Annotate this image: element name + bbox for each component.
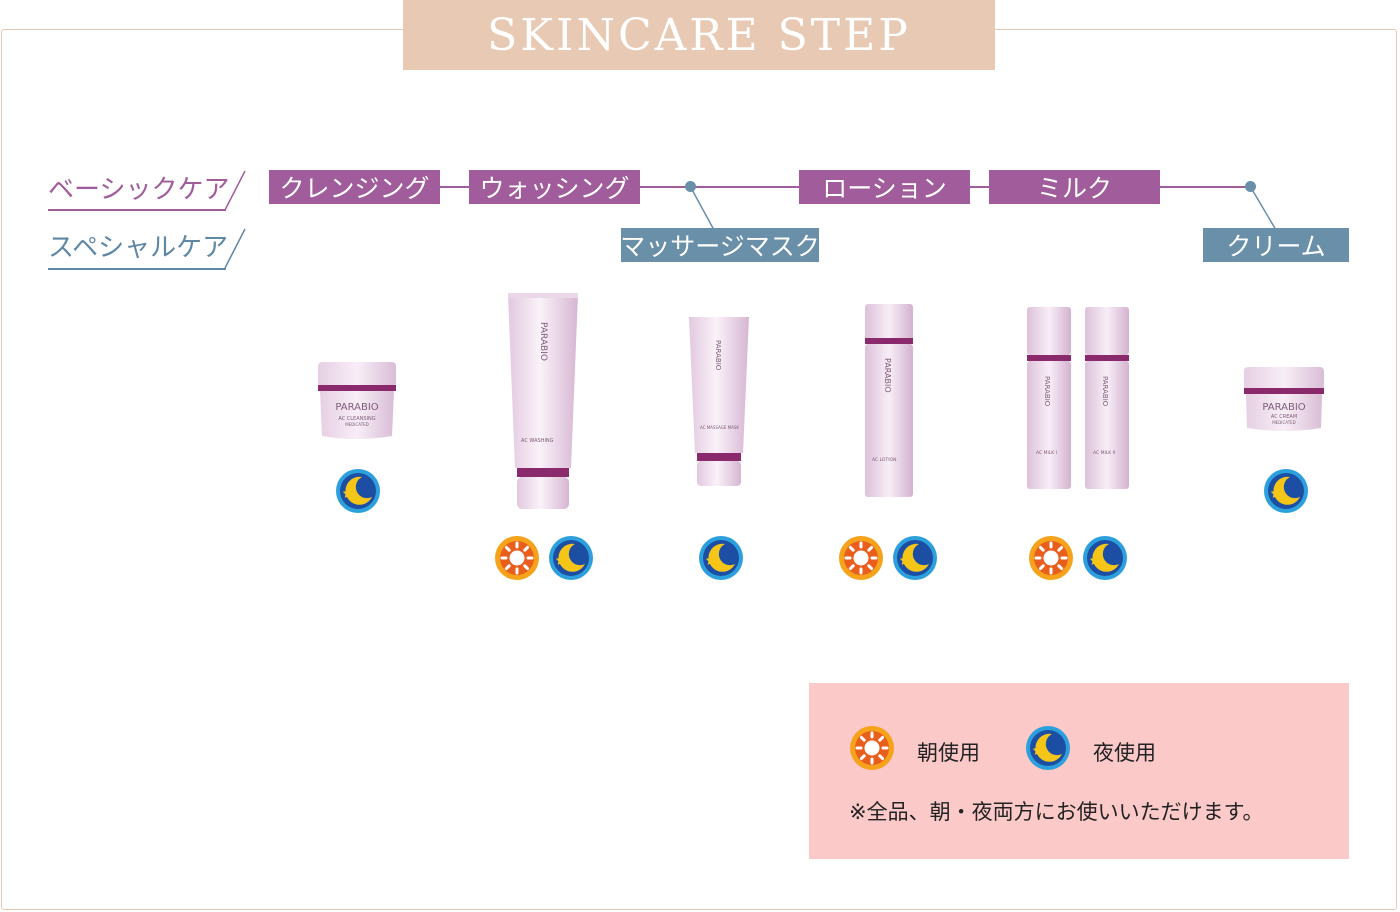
sun-icon xyxy=(1028,535,1074,581)
step-massage-mask: マッサージマスク xyxy=(620,228,820,262)
step-cleansing: クレンジング xyxy=(269,170,440,204)
product-washing-tube: PARABIO AC WASHING xyxy=(508,293,578,509)
cleansing-name: AC CLEANSING xyxy=(338,416,375,422)
moon-icon xyxy=(548,535,594,581)
legend-morning-label: 朝使用 xyxy=(917,741,980,765)
moon-icon xyxy=(892,535,938,581)
sun-icon xyxy=(494,535,540,581)
basic-care-slash xyxy=(224,170,246,211)
product-milk-1-bottle: PARABIO AC MILK I xyxy=(1027,307,1071,489)
product-massage-mask-tube: PARABIO AC MASSAGE MASK xyxy=(689,317,749,486)
milk1-brand: PARABIO xyxy=(1043,376,1051,407)
washing-brand: PARABIO xyxy=(538,322,548,361)
sun-icon xyxy=(849,725,895,771)
product-cream-jar: PARABIO AC CREAM MEDICATED xyxy=(1244,367,1324,431)
moon-icon xyxy=(1263,468,1309,514)
cream-brand: PARABIO xyxy=(1262,402,1305,413)
cream-sub: MEDICATED xyxy=(1272,420,1296,425)
mask-node xyxy=(685,181,696,192)
product-milk-2-bottle: PARABIO AC MILK II xyxy=(1085,307,1129,489)
title-banner: SKINCARE STEP xyxy=(403,0,995,70)
legend-night-label: 夜使用 xyxy=(1093,741,1156,765)
cream-node xyxy=(1245,181,1256,192)
milk1-name: AC MILK I xyxy=(1036,450,1057,456)
mask-brand: PARABIO xyxy=(714,340,722,371)
legend-note: ※全品、朝・夜両方にお使いいただけます。 xyxy=(849,800,1264,824)
mask-connector xyxy=(689,185,715,231)
washing-name: AC WASHING xyxy=(521,438,554,444)
special-care-slash xyxy=(224,228,246,269)
lotion-name: AC LOTION xyxy=(872,457,896,463)
cream-name: AC CREAM xyxy=(1271,414,1297,420)
moon-icon xyxy=(1082,535,1128,581)
step-milk: ミルク xyxy=(989,170,1160,204)
moon-icon xyxy=(335,468,381,514)
step-washing: ウォッシング xyxy=(469,170,640,204)
special-care-label: スペシャルケア xyxy=(48,233,229,263)
product-cleansing-jar: PARABIO AC CLEANSING MEDICATED xyxy=(318,362,396,439)
page-title: SKINCARE STEP xyxy=(487,9,911,61)
basic-care-label: ベーシックケア xyxy=(48,175,230,205)
milk2-brand: PARABIO xyxy=(1101,376,1109,407)
cream-connector xyxy=(1249,185,1277,231)
lotion-brand: PARABIO xyxy=(883,358,892,393)
cleansing-sub: MEDICATED xyxy=(345,422,369,427)
mask-name: AC MASSAGE MASK xyxy=(700,425,739,430)
moon-icon xyxy=(698,535,744,581)
milk2-name: AC MILK II xyxy=(1093,450,1115,456)
moon-icon xyxy=(1025,725,1071,771)
step-lotion: ローション xyxy=(799,170,970,204)
legend-box: 朝使用 夜使用 ※全品、朝・夜両方にお使いいただけます。 xyxy=(809,683,1349,859)
step-cream: クリーム xyxy=(1203,228,1349,262)
sun-icon xyxy=(838,535,884,581)
special-care-underline xyxy=(48,268,226,270)
product-lotion-bottle: PARABIO AC LOTION xyxy=(865,304,913,497)
basic-care-underline xyxy=(48,209,226,211)
cleansing-brand: PARABIO xyxy=(335,402,378,413)
